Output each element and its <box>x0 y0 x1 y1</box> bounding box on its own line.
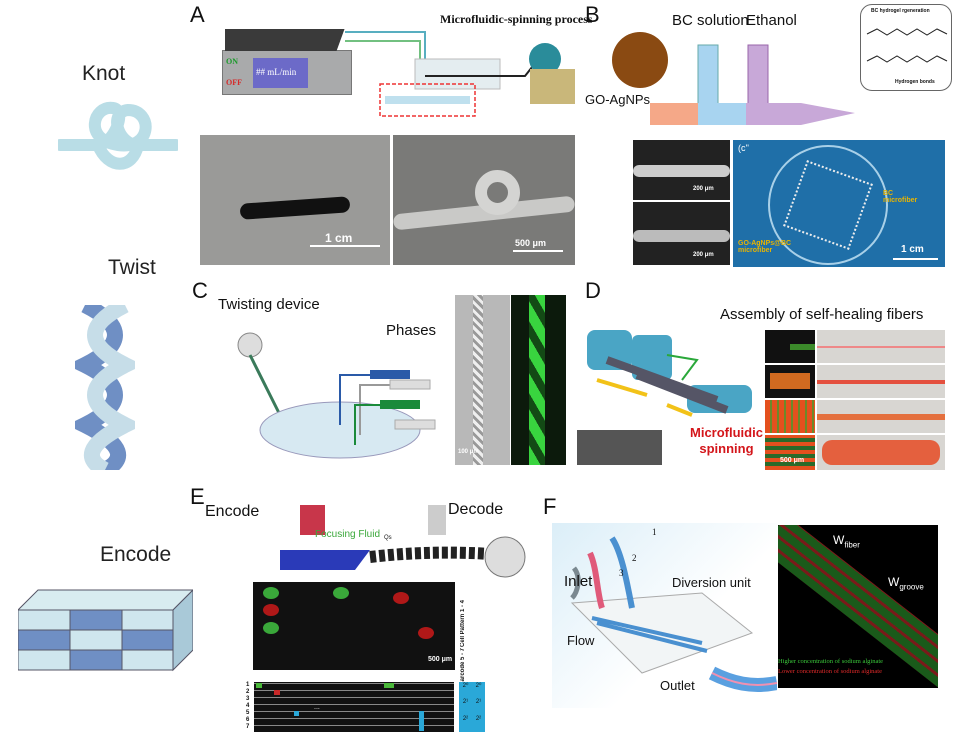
power-label: 2⁰ <box>475 683 482 689</box>
assembly-label: Assembly of self-healing fibers <box>720 306 924 323</box>
diversion-chip-illustration: 1 2 3 Inlet Diversion unit Flow Outlet <box>552 523 777 708</box>
decode-label: Decode <box>448 501 504 518</box>
encode-label: Encode <box>100 543 172 566</box>
panel-a-title: Microfluidic-spinning process <box>440 12 593 26</box>
row-number: 2 <box>246 689 250 695</box>
cell-pattern-label: Cell Pattern 1 - 4 <box>460 600 466 648</box>
higher-concentration-label: Higher concentration of sodium alginate <box>778 658 884 665</box>
spinning-line-1: Microfluidic <box>690 425 763 440</box>
scale-bar-label: 100 μm <box>458 449 479 455</box>
qs-label: Qs <box>384 535 392 541</box>
encode-label: Encode <box>205 503 260 520</box>
go-agnps-label: GO-AgNPs <box>585 92 651 107</box>
power-label: 2¹ <box>462 699 469 706</box>
encode-blocks-icon <box>18 589 193 672</box>
pump-off-label: OFF <box>226 78 242 87</box>
row-number: 6 <box>246 717 250 723</box>
row-number: 5 <box>246 710 250 716</box>
row-number: 3 <box>246 696 250 702</box>
twist-icon <box>75 305 135 470</box>
row-number: 1 <box>246 682 250 688</box>
flow-label: Flow <box>567 633 595 648</box>
inlet-label: Inlet <box>564 573 593 590</box>
inset-title: BC hydrogel rgeneration <box>871 8 930 14</box>
panel-e-label: E <box>190 484 205 509</box>
inlet-1-label: 1 <box>652 527 657 537</box>
inset-legend: Hydrogen bonds <box>895 79 935 85</box>
microfluidic-spinning-label: Microfluidic spinning <box>690 425 763 457</box>
hydrogen-bond-inset: BC hydrogel rgeneration Hydrogen bonds <box>860 4 952 91</box>
barcode-key: 2⁰ 2⁰ 2¹ 2¹ 2² 2² <box>459 682 485 732</box>
encoding-flow-illustration <box>280 505 526 578</box>
knot-sem-1: 200 μm <box>633 140 730 200</box>
panel-c-label: C <box>192 278 208 303</box>
scale-bar-label: 500 μm <box>428 656 453 663</box>
twist-label: Twist <box>108 256 156 279</box>
fiber-fluorescence-image: Wfiber Wgroove Higher concentration of s… <box>778 525 938 688</box>
focusing-fluid-label: Focusing Fluid <box>315 529 381 540</box>
knot-sem-2: 200 μm <box>633 202 730 265</box>
scale-bar-label: 1 cm <box>325 231 353 245</box>
go-microfiber-label: GO-AgNPs@BC microfiber <box>738 240 792 254</box>
twisting-device-label: Twisting device <box>218 296 320 313</box>
knot-icon <box>58 101 178 170</box>
power-label: 2¹ <box>475 699 482 706</box>
w-fiber-label: Wfiber <box>833 533 860 550</box>
ethanol-label: Ethanol <box>746 12 797 29</box>
bc-microfiber-label: BC microfiber <box>883 190 918 204</box>
w-groove-label: Wgroove <box>888 575 924 592</box>
knot-sem-image: 500 μm <box>393 135 575 265</box>
phases-label: Phases <box>386 322 437 339</box>
spinning-line-2: spinning <box>699 441 754 456</box>
pump-display: ## mL/min <box>253 58 308 88</box>
scale-bar-label: 200 μm <box>693 252 714 258</box>
scale-bar-label: 500 μm <box>780 457 805 464</box>
scale-bar-label: 200 μm <box>693 186 714 192</box>
photo-tag: (c'' <box>738 143 749 153</box>
ellipsis: ... <box>314 704 320 711</box>
knotted-fiber-photo: 1 cm <box>200 135 390 265</box>
panel-d-label: D <box>585 278 601 303</box>
twisted-fiber-sem: 100 μm <box>455 295 510 465</box>
woven-microfiber-photo: (c'' BC microfiber GO-AgNPs@BC microfibe… <box>733 140 945 267</box>
power-label: 2⁰ <box>462 683 469 689</box>
twisted-fiber-fluorescence <box>511 295 566 465</box>
panel-a-label: A <box>190 2 205 27</box>
diversion-unit-label: Diversion unit <box>672 575 751 590</box>
bc-solution-label: BC solution <box>672 12 749 29</box>
row-number: 7 <box>246 724 250 730</box>
coaxial-flow-illustration <box>612 32 855 125</box>
assembly-device-illustration <box>577 330 752 465</box>
row-number: 4 <box>246 703 250 709</box>
panel-b-label: B <box>585 2 600 27</box>
inlet-3-label: 3 <box>619 568 624 578</box>
inlet-2-label: 2 <box>632 553 637 563</box>
scale-bar-label: 500 μm <box>515 238 547 248</box>
self-healing-fiber-images: 500 μm <box>765 330 945 470</box>
barcode-label: Barcode 5 - 7 <box>460 648 466 686</box>
lower-concentration-label: Lower concentration of sodium alginate <box>778 668 882 675</box>
spinning-setup-illustration <box>225 29 575 117</box>
power-label: 2² <box>462 715 469 722</box>
twisting-chip-illustration <box>237 332 436 459</box>
outlet-label: Outlet <box>660 678 695 693</box>
panel-f-label: F <box>543 494 557 519</box>
pump-on-label: ON <box>226 57 238 66</box>
knot-label: Knot <box>82 62 126 85</box>
cell-pattern-images: 500 μm <box>253 582 455 670</box>
barcode-strip: ... <box>254 682 454 732</box>
scale-bar-label: 1 cm <box>901 244 924 255</box>
power-label: 2² <box>475 715 482 722</box>
syringe-pump: ## mL/min ON OFF <box>222 50 352 95</box>
